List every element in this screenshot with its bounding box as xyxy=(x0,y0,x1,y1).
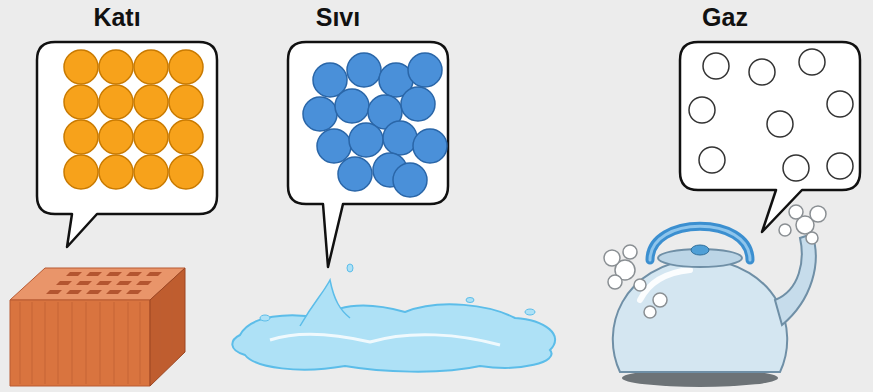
bubble-path xyxy=(288,42,448,267)
solid-particles xyxy=(64,50,203,189)
state-heading: Gaz xyxy=(635,2,815,32)
kettle-illustration xyxy=(613,226,816,387)
bubble-outline xyxy=(37,42,217,214)
water-puddle xyxy=(232,264,555,372)
steam-clouds xyxy=(604,205,826,318)
bubble-path xyxy=(680,42,860,232)
state-heading: Sıvı xyxy=(258,2,418,32)
liquid-particles xyxy=(303,53,447,197)
gas-particles xyxy=(689,49,853,181)
speech-bubble: Sıvı xyxy=(288,42,448,204)
bubble-path xyxy=(37,42,217,247)
speech-bubble: Gaz xyxy=(680,42,860,190)
speech-bubble: Katı xyxy=(37,42,217,214)
state-heading: Katı xyxy=(27,2,207,32)
bubble-outline xyxy=(288,42,448,204)
brick-illustration xyxy=(10,268,185,386)
bubble-outline xyxy=(680,42,860,190)
